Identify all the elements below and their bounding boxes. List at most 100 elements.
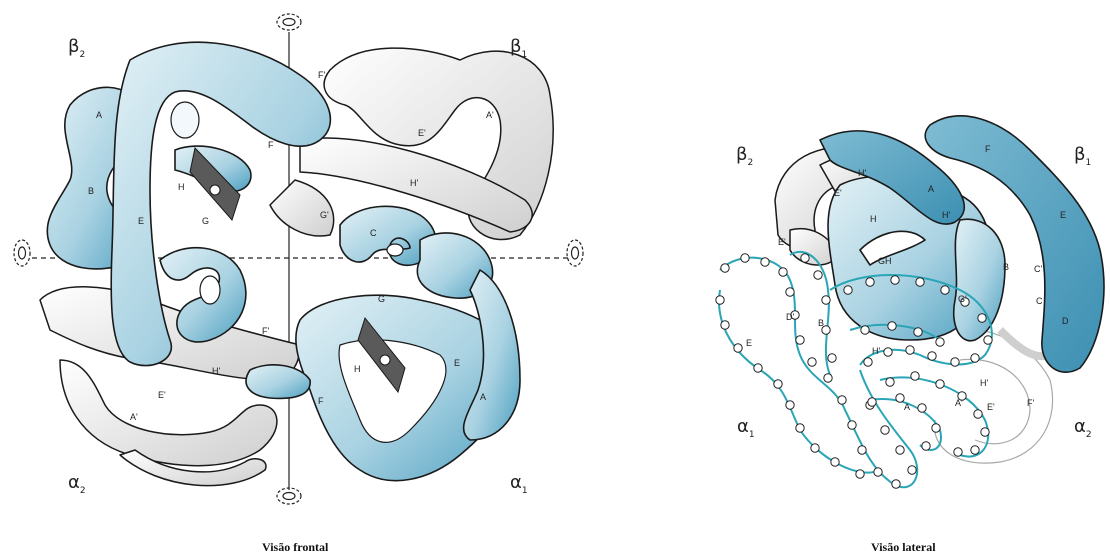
helix-label: F [318,396,324,406]
lateral-alpha1-label: α1 [737,416,755,440]
atom-marker [954,448,962,456]
atom-marker [858,446,866,454]
frontal-alpha1-label: α1 [510,472,528,496]
atom-marker [868,398,876,406]
helix-label: E [138,216,144,226]
helix-label: E [1060,210,1066,220]
helix-label: D' [786,312,794,322]
atom-marker [896,394,904,402]
atom-marker [721,321,729,329]
atom-marker [881,426,889,434]
atom-marker [848,421,856,429]
helix-label: H' [410,178,418,188]
helix-label: H [354,364,361,374]
atom-marker [918,404,926,412]
atom-marker [941,286,949,294]
atom-marker [734,344,742,352]
atom-marker [786,288,794,296]
frontal-beta1-label: β1 [510,36,527,60]
helix-label: C [1036,296,1043,306]
atom-marker [774,380,782,388]
atom-marker [796,424,804,432]
atom-marker [844,286,852,294]
helix-label: H' [212,366,220,376]
helix-label: F [985,144,991,154]
top-axis-marker [277,14,301,30]
atom-marker [814,271,822,279]
atom-marker [828,354,836,362]
atom-marker [974,410,982,418]
helix-label: E' [778,237,786,247]
atom-marker [914,328,922,336]
helix-label: B [1003,262,1009,272]
helix-label: B [818,318,824,328]
atom-marker [741,254,749,262]
atom-marker [822,296,830,304]
helix-label: G [202,216,209,226]
helix-label: A' [955,398,963,408]
atom-marker [908,466,916,474]
atom-marker [754,364,762,372]
helix-label: A' [486,110,494,120]
lateral-alpha2-chain [930,327,1053,463]
right-axis-marker [567,240,583,266]
helix-label: E [746,338,752,348]
helix-label: A' [130,412,138,422]
helix-label: E' [987,402,995,412]
atom-marker [811,444,819,452]
atom-marker [716,296,724,304]
left-axis-marker-inner [19,247,26,259]
helix-label: G' [320,210,329,220]
atom-marker [838,396,846,404]
helix-label: H' [980,378,988,388]
atom-marker [831,458,839,466]
helix-label: A [928,184,934,194]
helix-label: D [1062,316,1069,326]
helix-label: GH [878,256,892,266]
atom-marker [888,322,896,330]
helix-label: H' [942,210,950,220]
atom-marker [906,346,914,354]
helix-label: H [178,182,185,192]
atom-marker [864,358,872,366]
left-axis-marker [14,240,30,266]
atom-marker [866,278,874,286]
lateral-caption: Visão lateral [871,540,936,555]
lateral-beta1-label: β1 [1074,144,1091,168]
atom-marker [721,264,729,272]
atom-marker [861,326,869,334]
atom-marker [984,336,992,344]
frontal-view: β2 β1 α2 α1 A B E F H G F' E' A' H' G' C… [14,14,583,504]
lateral-beta2-label: β2 [736,144,753,168]
helix-label: C' [1034,264,1042,274]
atom-marker [981,428,989,436]
helix-label: A [904,402,910,412]
helix-label: H' [872,346,880,356]
helix-label: E' [158,390,166,400]
atom-marker [936,380,944,388]
lateral-view: β2 β1 α1 α2 F A H' E' H H' E GH B C' C D… [716,116,1104,488]
helix-label: E' [418,128,426,138]
atom-marker [936,338,944,346]
helix-label: F' [1027,398,1034,408]
atom-marker [824,374,832,382]
helix-label: A [96,110,102,120]
atom-marker [896,446,904,454]
atom-marker [796,336,804,344]
atom-marker [884,348,892,356]
frontal-beta2-label: β2 [68,36,85,60]
helix-label: H' [858,168,866,178]
atom-marker [761,258,769,266]
atom-marker [932,424,940,432]
helix-label: G [378,294,385,304]
helix-label: A [480,392,486,402]
frontal-alpha2-label: α2 [68,472,86,496]
atom-marker [978,314,986,322]
helix-label: F' [318,70,325,80]
atom-marker [779,268,787,276]
atom-marker [786,401,794,409]
helix-label: C [370,228,377,238]
helix-label: E' [834,188,842,198]
top-axis-marker-inner [283,19,295,26]
helix-label: E [454,358,460,368]
